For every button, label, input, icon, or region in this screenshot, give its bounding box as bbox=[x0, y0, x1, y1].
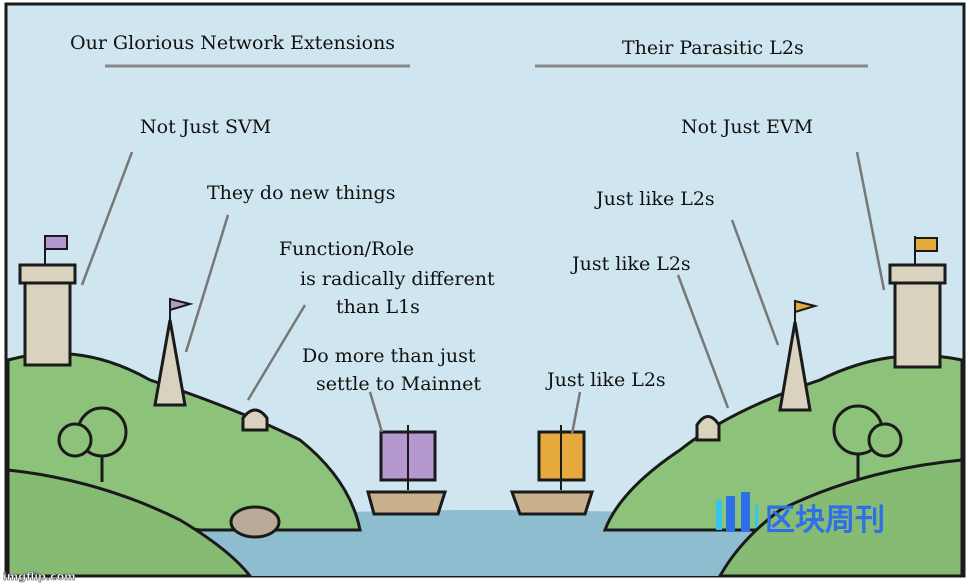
label-not-just-svm: Not Just SVM bbox=[140, 116, 271, 138]
rock bbox=[229, 505, 281, 539]
purple-ship bbox=[366, 425, 448, 516]
imgflip-credit: imgflip.com bbox=[3, 570, 76, 583]
left-small-hut bbox=[241, 408, 269, 432]
label-function-role-2: is radically different bbox=[300, 268, 495, 290]
right-small-hut bbox=[695, 415, 721, 442]
left-trees bbox=[57, 406, 128, 482]
right-castle-tower bbox=[888, 236, 947, 369]
right-front-hill bbox=[717, 458, 964, 578]
label-function-role-3: than L1s bbox=[336, 296, 420, 318]
left-front-hill bbox=[6, 468, 254, 578]
watermark-text: 区块周刊 bbox=[765, 503, 885, 538]
label-not-just-evm: Not Just EVM bbox=[681, 116, 813, 138]
orange-flag bbox=[914, 237, 938, 252]
left-castle-tower bbox=[18, 235, 77, 367]
purple-flag bbox=[44, 235, 68, 250]
pointer-lines bbox=[80, 151, 886, 435]
right-header: Their Parasitic L2s bbox=[622, 37, 804, 59]
right-trees bbox=[832, 404, 903, 480]
label-just-like-1: Just like L2s bbox=[594, 188, 715, 210]
right-spire-tower bbox=[778, 299, 819, 412]
label-do-more-2: settle to Mainnet bbox=[316, 373, 481, 395]
left-spire-tower bbox=[153, 297, 194, 407]
orange-ship bbox=[509, 425, 595, 516]
label-new-things: They do new things bbox=[207, 182, 395, 204]
label-just-like-3: Just like L2s bbox=[545, 369, 666, 391]
watermark-logo bbox=[716, 492, 758, 532]
label-function-role-1: Function/Role bbox=[279, 238, 414, 260]
label-do-more-1: Do more than just bbox=[302, 345, 476, 367]
left-header: Our Glorious Network Extensions bbox=[70, 32, 395, 54]
label-just-like-2: Just like L2s bbox=[570, 253, 691, 275]
